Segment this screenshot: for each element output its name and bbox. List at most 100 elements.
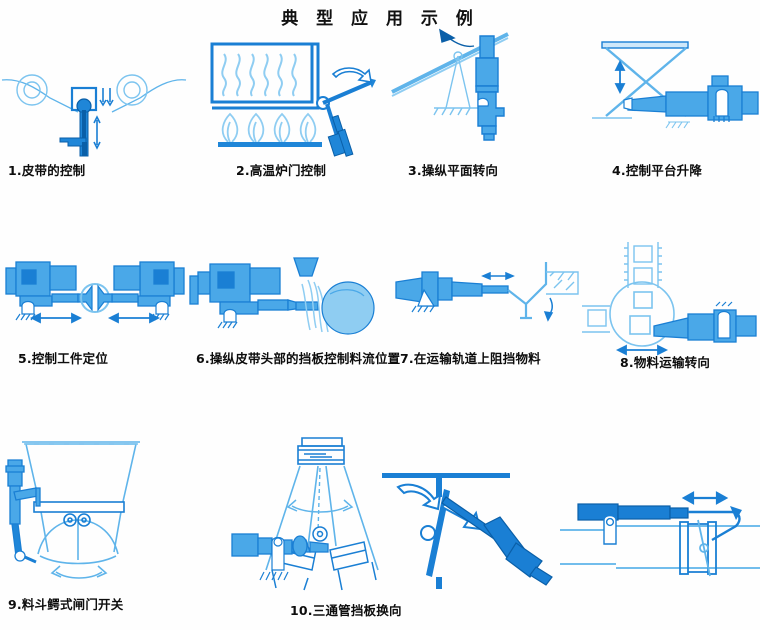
rotation-arrow [331, 67, 372, 83]
example-caption-3: 3.操纵平面转向 [408, 163, 499, 178]
gate-pivots [63, 513, 91, 527]
track-material-stop-diagram [395, 262, 579, 322]
example-caption-5: 5.控制工件定位 [18, 351, 109, 366]
baffle-pivot [312, 526, 328, 542]
left-cylinder [5, 261, 79, 307]
rotation-arrow [396, 483, 442, 511]
motion-arrows [93, 88, 114, 150]
cylinder-mount [603, 514, 617, 545]
valve-housing [679, 521, 717, 575]
material-track [546, 271, 579, 295]
lift-platform-diagram [592, 41, 759, 129]
chute [189, 257, 319, 305]
right-push-rod [97, 284, 113, 312]
furnace-chamber [210, 42, 320, 110]
rotary-actuator [653, 309, 757, 343]
belt-control-diagram [1, 74, 187, 157]
example-cell-7 [390, 250, 580, 350]
swing-flap-actuator-diagram [382, 473, 553, 589]
cylinder-rod-tip [623, 97, 633, 111]
platform-top [601, 41, 689, 49]
workpiece-positioning-diagram [5, 261, 185, 324]
support-frame [433, 51, 482, 116]
cylinder-mount [411, 288, 436, 313]
material-transport-turn-diagram [582, 242, 757, 356]
burner-bases [218, 142, 322, 147]
clamshell-gate [37, 519, 119, 565]
stop-lever [507, 262, 548, 320]
example-cell-8 [580, 240, 760, 360]
example-cell-10 [230, 430, 410, 591]
cylinder-foot [217, 308, 238, 329]
example-cell-11 [380, 455, 580, 590]
butterfly-disc [697, 519, 711, 577]
inlet-pipe [297, 437, 345, 465]
cylinder-body [395, 271, 509, 307]
internal-baffle [317, 467, 321, 533]
three-way-pipe-baffle-diagram [231, 437, 379, 591]
example-cell-5 [0, 250, 190, 350]
actuator-mount [715, 301, 733, 339]
example-cell-1 [0, 30, 190, 157]
angled-cylinder [441, 496, 553, 586]
rotary-actuator [475, 35, 505, 141]
furnace-door-control-diagram [210, 42, 376, 157]
page-title: 典 型 应 用 示 例 [281, 9, 479, 29]
horizontal-cylinder [577, 503, 689, 521]
example-caption-7: 7.在运输轨道上阻挡物料 [400, 351, 541, 366]
example-cell-9 [0, 430, 200, 590]
cylinder-linkage [13, 487, 41, 564]
plane-steering-diagram [391, 28, 509, 141]
rotation-arrow [439, 28, 475, 48]
rotary-table [609, 281, 675, 347]
motion-arrows [29, 312, 161, 324]
horizontal-track [582, 305, 610, 333]
ground-hatch [665, 121, 690, 129]
swing-flap [426, 473, 450, 589]
example-caption-2: 2.高温炉门控制 [236, 163, 327, 178]
example-cell-6 [189, 250, 390, 350]
cylinder-rod [688, 510, 741, 542]
example-caption-10: 10.三通管挡板换向 [290, 603, 402, 618]
tensioner-roller [70, 86, 98, 114]
vertical-cylinder [5, 459, 25, 557]
cylinder-mount [259, 536, 289, 581]
example-caption-8: 8.物料运输转向 [620, 355, 711, 370]
belt-head-baffle-diagram [189, 257, 375, 335]
pipeline [560, 525, 760, 569]
left-push-rod [77, 284, 93, 312]
gate-beam [33, 501, 125, 513]
rotation-arrow [615, 344, 669, 356]
stroke-arrow [681, 491, 729, 505]
example-caption-4: 4.控制平台升降 [612, 163, 703, 178]
rod-tip [730, 506, 742, 520]
example-cell-2 [190, 30, 390, 157]
hopper-clamshell-gate-diagram [5, 441, 140, 579]
butterfly-valve-actuator-diagram [560, 491, 760, 577]
door-actuator [327, 114, 354, 157]
cylinder-body [197, 263, 303, 315]
vertical-track [624, 242, 662, 288]
example-cell-3 [390, 28, 580, 155]
example-caption-6: 6.操纵皮带头部的挡板控制料流位置 [196, 351, 401, 366]
example-cell-12 [560, 480, 760, 590]
vertical-cylinder [59, 110, 89, 157]
lift-arrow [614, 59, 626, 95]
actuator-detail [477, 97, 489, 107]
mount-bracket [713, 88, 730, 122]
example-cell-4 [580, 30, 760, 155]
top-rail [382, 473, 510, 478]
left-cylinder-foot [15, 300, 36, 321]
material-pile [321, 281, 375, 335]
example-caption-1: 1.皮带的控制 [8, 163, 86, 178]
heat-waves [221, 53, 297, 97]
right-branch-flange [329, 541, 377, 591]
gate-motion-arrow [50, 565, 108, 579]
drive-cylinder [231, 533, 329, 557]
motion-arrows [481, 271, 554, 322]
right-cylinder [111, 261, 185, 307]
burner-flames [221, 112, 317, 143]
flap-pivot [420, 525, 436, 541]
baffle-swing-arrow [286, 499, 354, 513]
